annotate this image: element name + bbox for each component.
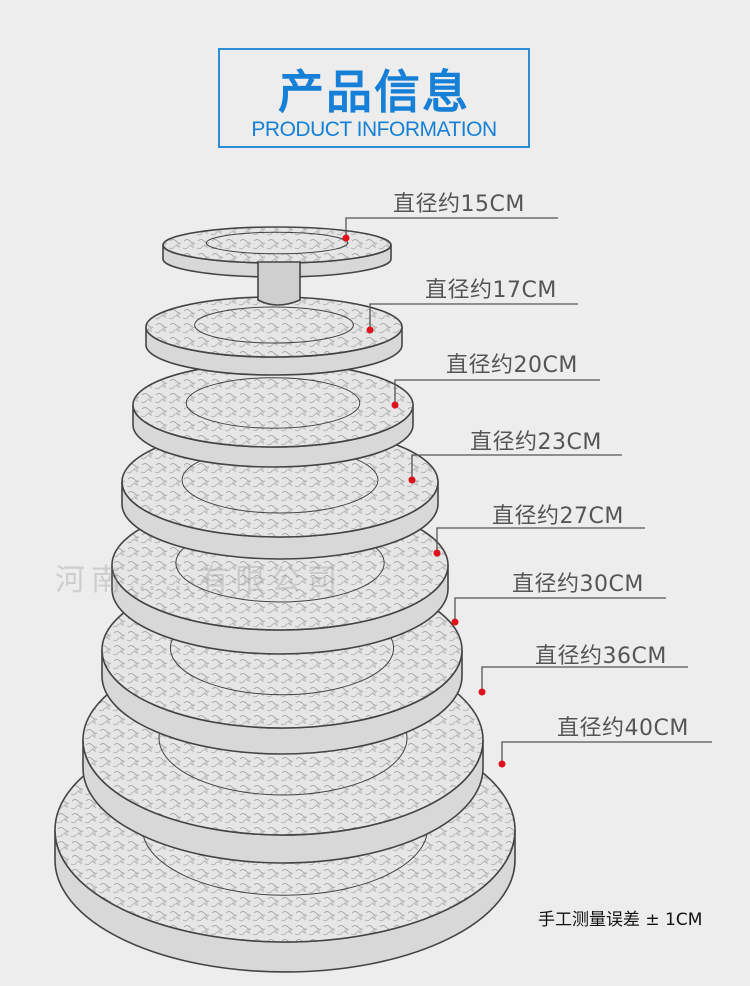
leader-line-8 [501, 741, 712, 764]
leader-line-3 [394, 379, 600, 405]
plate-tier-2 [145, 296, 403, 376]
marker-dot-2 [366, 326, 374, 334]
diameter-label-7: 直径约36CM [535, 644, 667, 669]
marker-dot-3 [391, 401, 399, 409]
leader-line-5 [436, 527, 645, 553]
diameter-label-4: 直径约23CM [470, 430, 602, 455]
leader-line-4 [411, 454, 622, 480]
marker-dot-1 [342, 234, 350, 242]
diameter-label-1: 直径约15CM [393, 192, 525, 217]
marker-dot-8 [498, 760, 506, 768]
marker-dot-5 [433, 549, 441, 557]
diameter-label-6: 直径约30CM [512, 572, 644, 597]
plate-tier-3 [132, 362, 414, 468]
diameter-label-8: 直径约40CM [557, 716, 689, 741]
marker-dot-7 [478, 688, 486, 696]
page-subtitle: PRODUCT INFORMATION [220, 118, 528, 142]
header-title-box: 产品信息 PRODUCT INFORMATION [218, 48, 530, 148]
leader-line-2 [369, 303, 578, 330]
marker-dot-4 [408, 476, 416, 484]
diameter-label-3: 直径约20CM [446, 353, 578, 378]
marker-dot-6 [451, 618, 459, 626]
leader-line-7 [481, 666, 688, 692]
leader-line-1 [345, 217, 558, 238]
leader-line-6 [454, 597, 666, 622]
diameter-label-2: 直径约17CM [425, 278, 557, 303]
page-title: 产品信息 [278, 65, 470, 119]
watermark-text: 河南……有限公司 [55, 563, 343, 598]
plate-tier-1 [162, 226, 392, 278]
measurement-error-note: 手工测量误差 ± 1CM [538, 910, 703, 930]
diameter-label-5: 直径约27CM [492, 504, 624, 529]
stand-stem [257, 261, 301, 306]
